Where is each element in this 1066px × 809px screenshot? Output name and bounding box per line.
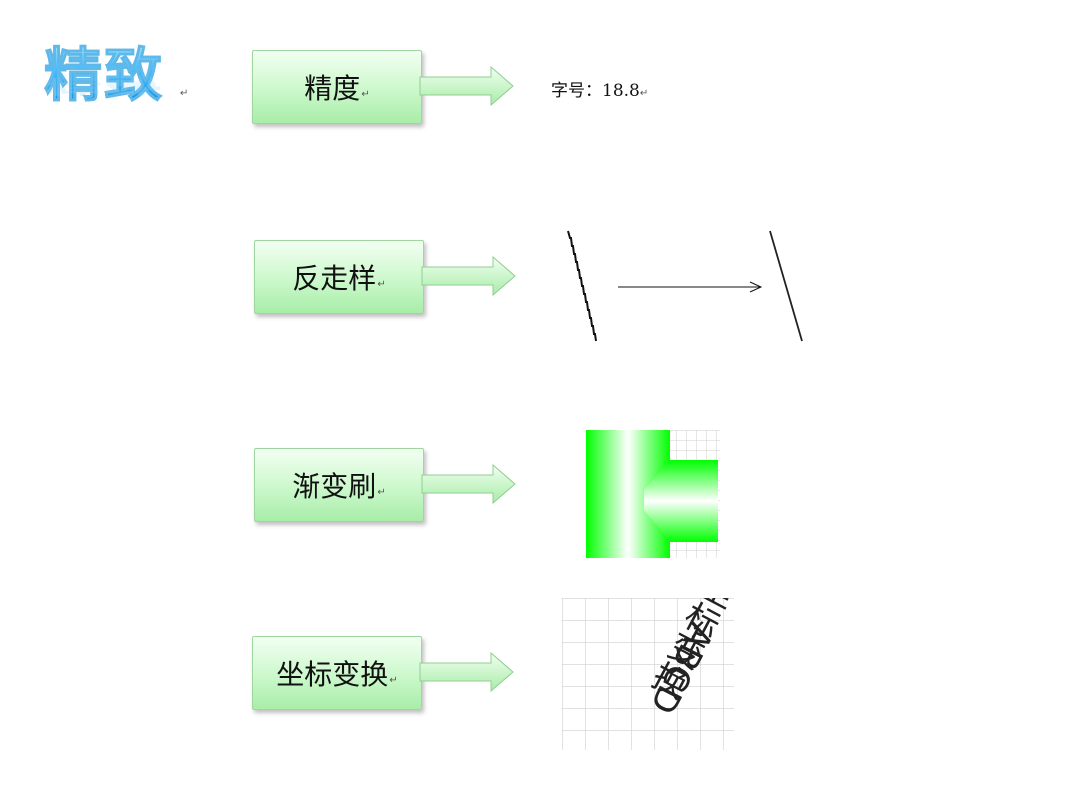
title-text: 精致 — [43, 38, 164, 112]
label-gradient-brush: 渐变刷 — [292, 470, 377, 503]
label-precision: 精度 — [304, 72, 361, 105]
grid-background — [562, 598, 734, 750]
label-box-antialias: 反走样↵ — [254, 240, 424, 314]
font-size-sample: 字号：18.8↵ — [551, 76, 648, 101]
gradient-brush-illustration — [586, 430, 720, 558]
slide-title: 精致 精致 ↵ — [43, 38, 204, 138]
arrow-right-icon — [419, 65, 514, 107]
label-antialias: 反走样 — [292, 262, 377, 295]
title-reflection: 精致 — [44, 60, 165, 99]
aliased-line — [567, 230, 597, 342]
label-coordinate-transform: 坐标变换 — [276, 658, 389, 691]
arrow-right-icon — [421, 463, 516, 505]
label-box-coordinate-transform: 坐标变换↵ — [252, 636, 422, 710]
horizontal-gradient-bar — [644, 460, 718, 542]
arrow-right-icon — [419, 651, 514, 693]
label-box-precision: 精度↵ — [252, 50, 422, 124]
transition-arrow-head — [749, 281, 763, 293]
paragraph-mark: ↵ — [361, 88, 370, 100]
paragraph-mark: ↵ — [377, 486, 386, 498]
label-box-gradient-brush: 渐变刷↵ — [254, 448, 424, 522]
paragraph-mark: ↵ — [389, 674, 398, 686]
coordinate-transform-illustration: ABCD 坐标变换 — [562, 598, 736, 750]
paragraph-mark: ↵ — [377, 278, 386, 290]
paragraph-mark: ↵ — [639, 88, 649, 99]
paragraph-mark: ↵ — [180, 88, 189, 99]
antialiased-line — [769, 230, 803, 342]
arrow-right-icon — [421, 255, 516, 297]
antialias-illustration — [567, 230, 803, 342]
font-size-text: 字号：18.8 — [551, 81, 640, 101]
